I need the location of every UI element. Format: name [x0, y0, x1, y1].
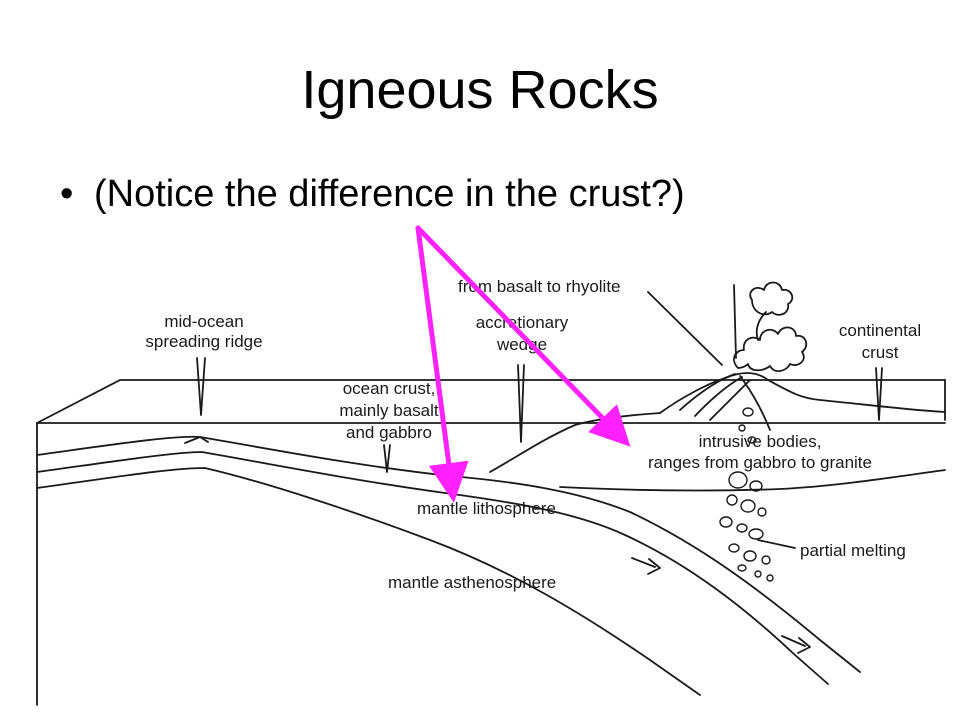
continental-surface — [659, 372, 946, 414]
volcano-flank — [739, 375, 771, 431]
bullet-item: • (Notice the difference in the crust?) — [60, 170, 685, 218]
label-intrusive-line1: intrusive bodies, — [699, 432, 822, 451]
ridge-crest — [184, 436, 209, 444]
lithosphere-base — [36, 467, 701, 696]
slide-title: Igneous Rocks — [301, 60, 659, 120]
volcano-layer-1 — [679, 373, 736, 411]
volcano-layer-3 — [709, 379, 751, 421]
magma-blobs — [719, 407, 774, 582]
volcanic-plume-upper — [749, 281, 794, 316]
accretionary-wedge — [489, 412, 661, 473]
plate-motion-arrow-1 — [631, 557, 661, 575]
volcanic-plume — [733, 326, 808, 372]
melting-pointer — [757, 539, 796, 549]
block-top-edge — [36, 379, 946, 424]
label-ocean-crust-line3: and gabbro — [346, 423, 432, 442]
label-ridge-line2: spreading ridge — [145, 332, 262, 351]
continental-pointer — [875, 367, 883, 421]
label-ocean-crust-line1: ocean crust, — [343, 379, 436, 398]
ocean-crust-pointer — [383, 444, 391, 473]
label-ridge-line1: mid-ocean — [164, 312, 243, 331]
rhyolite-pointer — [647, 291, 723, 366]
label-mantle-asthenosphere: mantle asthenosphere — [388, 573, 556, 592]
label-continental-line2: crust — [862, 343, 899, 362]
ridge-pointer — [196, 357, 206, 416]
plume-column — [755, 311, 767, 341]
label-mantle-lithosphere: mantle lithosphere — [417, 499, 556, 518]
label-continental-line1: continental — [839, 321, 921, 340]
magenta-arrow-to-mantle — [415, 225, 469, 503]
rhyolite-pointer-2 — [733, 284, 737, 359]
bullet-marker: • — [60, 173, 74, 215]
wedge-pointer — [517, 364, 525, 443]
volcano-layer-2 — [694, 376, 743, 417]
magenta-arrow-to-continent — [415, 225, 631, 447]
label-ocean-crust-line2: mainly basalt — [339, 401, 438, 420]
ocean-crust-lower — [36, 451, 829, 685]
bullet-text: (Notice the difference in the crust?) — [94, 173, 685, 215]
label-partial-melting: partial melting — [800, 541, 906, 560]
label-intrusive-line2: ranges from gabbro to granite — [648, 453, 872, 472]
label-wedge-line1: accretionary — [476, 313, 569, 332]
plate-motion-arrow-2 — [781, 635, 811, 654]
continental-crust-base — [559, 469, 946, 492]
label-top-partial: from basalt to rhyolite — [458, 277, 621, 296]
